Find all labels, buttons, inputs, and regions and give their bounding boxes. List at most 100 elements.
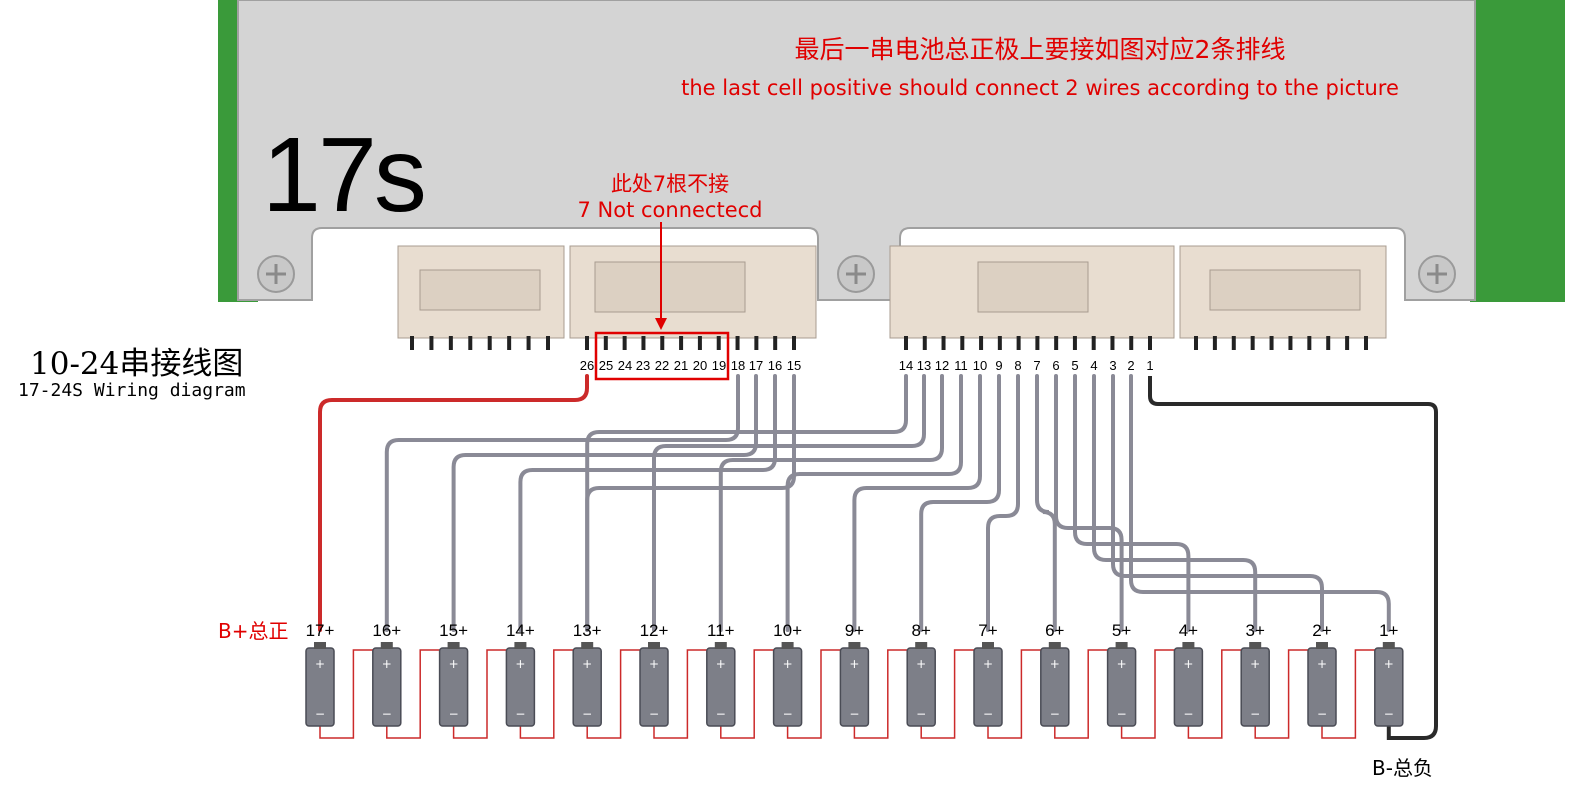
series-link: [987, 649, 1055, 739]
cell-plus-mark: +: [1317, 657, 1327, 671]
cell-minus-mark: −: [449, 707, 459, 721]
connector-pin: [585, 336, 589, 350]
battery-cell: +−16+: [372, 621, 402, 727]
connector-pin: [487, 336, 492, 350]
connector-pin: [1035, 336, 1040, 350]
cell-minus-mark: −: [783, 707, 793, 721]
pin-number-label: 25: [599, 358, 613, 373]
connector-pin: [641, 336, 646, 350]
cell-label: 7+: [978, 621, 997, 640]
series-link: [653, 649, 721, 739]
pin-number-label: 22: [655, 358, 669, 373]
battery-cell: +−8+: [906, 621, 936, 727]
balance-wire: [1129, 374, 1391, 632]
pin-number-label: 2: [1127, 358, 1134, 373]
connector-pin: [448, 336, 453, 350]
cell-plus-mark: +: [1384, 657, 1394, 671]
series-link: [920, 649, 988, 739]
screw-icon: [257, 255, 295, 293]
pin-number-label: 26: [580, 358, 594, 373]
pin-number-label: 21: [674, 358, 688, 373]
balance-wire: [585, 374, 796, 632]
cell-label: 5+: [1112, 621, 1131, 640]
cell-plus-mark: +: [849, 657, 859, 671]
series-link: [519, 649, 588, 739]
balance-wire: [451, 374, 758, 632]
cell-minus-mark: −: [849, 707, 859, 721]
connector-pin: [941, 336, 946, 350]
cell-minus-mark: −: [649, 707, 659, 721]
connector-pin: [1148, 336, 1152, 350]
screw-icon: [837, 255, 875, 293]
cell-cap: [314, 642, 326, 649]
series-link: [853, 649, 922, 739]
balance-wire: [585, 374, 908, 632]
pin-number-label: 17: [749, 358, 763, 373]
cell-plus-mark: +: [315, 657, 325, 671]
arrow-head-icon: [655, 318, 667, 330]
cell-cap: [380, 642, 393, 649]
cell-plus-mark: +: [716, 657, 726, 671]
pin-number-label: 20: [693, 358, 707, 373]
battery-cell: +−1+: [1374, 621, 1404, 727]
cell-cap: [1316, 642, 1328, 649]
cell-cap: [581, 642, 594, 649]
cell-minus-mark: −: [1183, 707, 1193, 721]
cell-plus-mark: +: [515, 657, 525, 671]
connector-small-left: [397, 245, 565, 339]
cell-minus-mark: −: [983, 707, 993, 721]
cell-minus-mark: −: [1384, 707, 1394, 721]
connector-pin: [1364, 336, 1368, 350]
pin-number-label: 14: [899, 358, 913, 373]
cell-plus-mark: +: [1117, 657, 1127, 671]
pin-number-label: 13: [917, 358, 931, 373]
not-connected-note-en: 7 Not connectecd: [577, 198, 763, 222]
connector-pin: [922, 336, 927, 350]
battery-cell: +−6+: [1040, 621, 1070, 727]
pin-number-label: 5: [1071, 358, 1078, 373]
connector-pin: [716, 336, 721, 350]
series-link: [786, 649, 855, 739]
note-chinese: 最后一串电池总正极上要接如图对应2条排线: [794, 35, 1286, 64]
cell-minus-mark: −: [515, 707, 525, 721]
cell-label: 9+: [845, 621, 864, 640]
b-minus-label: B-总负: [1372, 756, 1433, 780]
cell-plus-mark: +: [449, 657, 459, 671]
cell-minus-mark: −: [916, 707, 926, 721]
pcb-right-edge: [1470, 0, 1565, 302]
not-connected-note-cn: 此处7根不接: [610, 172, 730, 196]
b-minus-wire: [1148, 376, 1438, 740]
connector-pin: [622, 336, 627, 350]
b-plus-wire: [318, 374, 589, 632]
cell-label: 11+: [707, 621, 735, 640]
connector-pin: [468, 336, 473, 350]
connector-pin: [1345, 336, 1350, 350]
cell-label: 14+: [506, 621, 535, 640]
connector-pin: [507, 336, 512, 350]
pin-number-label: 24: [618, 358, 632, 373]
connector-pin: [660, 336, 665, 350]
battery-cell: +−4+: [1173, 621, 1204, 727]
balance-wire: [1092, 374, 1258, 632]
connector-pin: [1194, 336, 1198, 350]
series-link: [1054, 649, 1122, 739]
cell-plus-mark: +: [382, 657, 392, 671]
connector-pin: [546, 336, 550, 350]
series-link: [1254, 649, 1322, 739]
pin-number-label: 7: [1033, 358, 1040, 373]
series-link: [720, 649, 788, 739]
cell-minus-mark: −: [582, 707, 592, 721]
cell-plus-mark: +: [983, 657, 993, 671]
connector-pin: [1288, 336, 1293, 350]
balance-wire: [986, 374, 1020, 632]
cell-label: 8+: [912, 621, 931, 640]
cell-minus-mark: −: [315, 707, 325, 721]
cell-cap: [714, 642, 727, 649]
cell-minus-mark: −: [716, 707, 726, 721]
battery-cell: +−2+: [1307, 621, 1337, 727]
cell-minus-mark: −: [1250, 707, 1260, 721]
series-link: [452, 649, 521, 739]
battery-cell: +−10+: [772, 621, 803, 727]
cell-minus-mark: −: [382, 707, 392, 721]
cell-label: 10+: [773, 621, 802, 640]
